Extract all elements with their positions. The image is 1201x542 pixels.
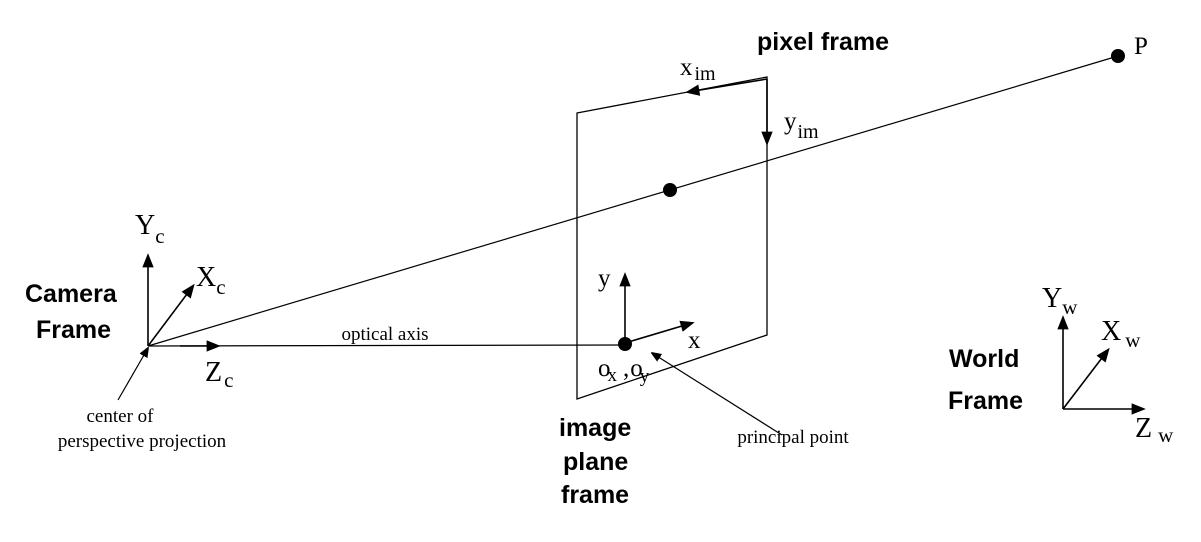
projected-point: [663, 183, 677, 197]
image-plane-title-1: image: [559, 414, 631, 442]
principal-point-pointer: [652, 353, 783, 436]
camera-frame-title-1: Camera: [25, 280, 118, 308]
image-plane-title-3: frame: [561, 481, 629, 509]
pixel-frame-title: pixel frame: [757, 28, 889, 56]
camera-x-label: Xc: [196, 262, 226, 299]
pixel-y-label: yim: [784, 108, 819, 143]
pixel-x-axis: [685, 78, 768, 96]
world-frame-title-2: Frame: [948, 387, 1023, 415]
world-frame-title-1: World: [949, 345, 1019, 373]
center-pointer-arrow: [117, 348, 148, 401]
world-y-label: Yw: [1042, 283, 1078, 319]
image-origin-label: ox,oy: [598, 355, 650, 387]
camera-x-axis: [147, 283, 195, 347]
optical-axis-label: optical axis: [341, 324, 428, 345]
world-x-axis: [1062, 347, 1110, 410]
center-label-1: center of: [87, 406, 155, 427]
image-y-label: y: [598, 265, 611, 292]
point-p: [1111, 49, 1125, 63]
optical-axis-line: [147, 344, 627, 347]
image-plane-title-2: plane: [563, 448, 628, 476]
point-p-label: P: [1134, 33, 1148, 60]
camera-frame-title-2: Frame: [36, 316, 111, 344]
image-plane: [576, 76, 768, 400]
principal-point-label: principal point: [737, 427, 849, 448]
camera-z-label: Zc: [205, 357, 233, 392]
camera-y-label: Yc: [135, 210, 165, 248]
principal-point-dot: [618, 337, 632, 351]
center-label-2: perspective projection: [58, 431, 227, 452]
image-x-label: x: [688, 327, 701, 354]
projection-ray: [147, 55, 1119, 347]
image-x-axis: [624, 320, 695, 344]
